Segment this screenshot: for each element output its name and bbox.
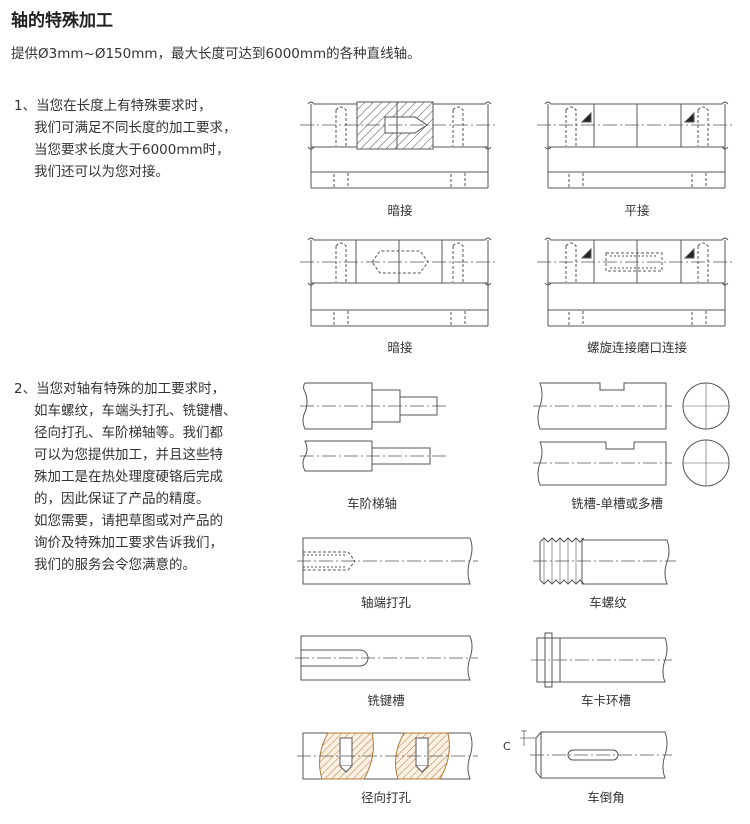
caption-end-hole: 轴端打孔 — [360, 595, 411, 610]
section-2-line: 询价及特殊加工要求告诉我们， — [34, 535, 223, 551]
page-subtitle: 提供Ø3mm~Ø150mm，最大长度可达到6000mm的各种直线轴。 — [11, 46, 421, 62]
section-2-line: 的，因此保证了产品的精度。 — [34, 491, 210, 507]
keyway-drawing — [295, 635, 478, 681]
stepped-shaft-drawing — [300, 382, 448, 472]
caption-milled-slot: 铣槽-单槽或多槽 — [570, 496, 663, 511]
section-2-line: 2、当您对轴有特殊的加工要求时， — [14, 381, 226, 397]
caption-hidden-joint-2: 暗接 — [387, 340, 413, 355]
flat-joint-drawing — [537, 101, 735, 189]
section-2-line: 我们的服务会令您满意的。 — [34, 557, 196, 573]
end-hole-drawing — [297, 537, 478, 585]
caption-stepped-shaft: 车阶梯轴 — [346, 496, 397, 511]
caption-thread: 车螺纹 — [589, 595, 627, 610]
hidden-joint-drawing-1 — [300, 101, 498, 189]
caption-snap-ring-groove: 车卡环槽 — [580, 693, 631, 708]
caption-hidden-joint-1: 暗接 — [387, 203, 413, 218]
chamfer-c-label: C — [503, 740, 511, 753]
section-1-text: 1、当您在长度上有特殊要求时， 我们可满足不同长度的加工要求， 当您要求长度大于… — [14, 95, 237, 183]
snap-ring-groove-drawing — [531, 632, 672, 688]
caption-flat-joint: 平接 — [624, 203, 650, 218]
caption-chamfer: 车倒角 — [587, 790, 625, 805]
thread-chamfer-joint-drawing — [537, 237, 735, 327]
milled-slot-drawing — [533, 382, 730, 487]
hidden-joint-drawing-2 — [300, 237, 498, 327]
radial-hole-drawing — [297, 732, 478, 780]
caption-keyway: 铣键槽 — [367, 693, 405, 708]
caption-radial-hole: 径向打孔 — [360, 790, 411, 805]
section-1-line: 我们还可以为您对接。 — [34, 164, 169, 180]
section-2-line: 如您需要，请把草图或对产品的 — [34, 513, 223, 529]
page-title: 轴的特殊加工 — [11, 11, 113, 31]
chamfer-drawing — [520, 730, 672, 779]
section-2-line: 可以为您提供加工，并且这些特 — [34, 447, 223, 463]
section-2-text: 2、当您对轴有特殊的加工要求时， 如车螺纹，车端头打孔、铣键槽、 径向打孔、车阶… — [14, 378, 237, 576]
section-1-line: 1、当您在长度上有特殊要求时， — [14, 98, 212, 114]
section-2-line: 径向打孔、车阶梯轴等。我们都 — [34, 425, 223, 441]
section-2-line: 殊加工是在热处理度硬铬后完成 — [34, 469, 223, 485]
thread-drawing — [533, 537, 676, 585]
section-2-line: 如车螺纹，车端头打孔、铣键槽、 — [34, 403, 237, 419]
caption-thread-chamfer-joint: 螺旋连接磨口连接 — [586, 340, 687, 355]
section-1-line: 当您要求长度大于6000mm时， — [34, 142, 230, 158]
section-1-line: 我们可满足不同长度的加工要求， — [34, 120, 237, 136]
